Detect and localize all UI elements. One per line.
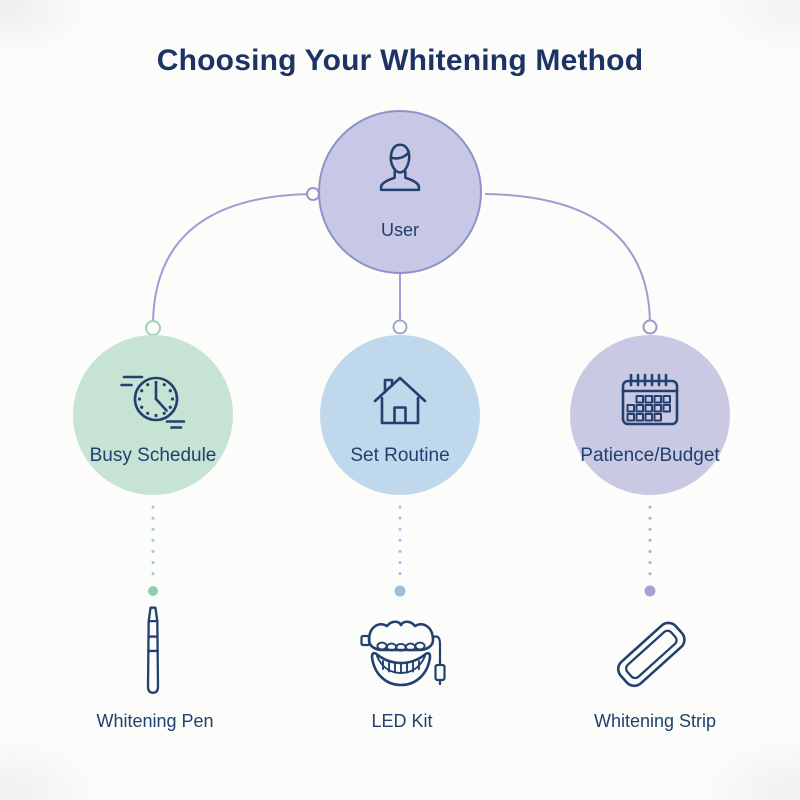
node-user: User <box>318 110 482 274</box>
connector-dot <box>392 319 408 335</box>
outcome-led-kit-label: LED Kit <box>371 711 433 731</box>
user-icon-box <box>367 138 433 202</box>
node-patience-budget: Patience/Budget <box>570 335 730 495</box>
clock-icon-box <box>116 367 190 431</box>
node-set-routine: Set Routine <box>320 335 480 495</box>
node-user-label: User <box>380 220 419 240</box>
calendar-icon-box <box>615 367 685 431</box>
user-icon <box>379 143 421 192</box>
whitening-strip-icon <box>616 621 686 688</box>
node-busy-schedule-label: Busy Schedule <box>89 445 217 466</box>
house-icon <box>373 376 427 425</box>
dotted-line-end-dot <box>394 585 406 597</box>
house-icon-box <box>368 367 432 431</box>
calendar-icon <box>621 373 679 426</box>
node-set-routine-label: Set Routine <box>350 445 450 466</box>
clock-icon <box>120 375 186 429</box>
connector-dot <box>642 319 658 335</box>
node-patience-budget-label: Patience/Budget <box>580 445 720 466</box>
led-kit-icon <box>360 620 446 687</box>
whitening-pen-icon <box>146 606 160 694</box>
connector-user-to-busy <box>152 193 314 324</box>
node-busy-schedule: Busy Schedule <box>73 335 233 495</box>
connector-user-to-patience <box>484 193 651 324</box>
connector-dot <box>145 320 161 336</box>
dotted-line-end-dot <box>644 585 656 597</box>
outcome-whitening-strip-label: Whitening Strip <box>593 711 717 731</box>
dotted-line-end-dot <box>148 586 158 596</box>
page-title: Choosing Your Whitening Method <box>156 44 644 77</box>
outcome-whitening-pen-label: Whitening Pen <box>96 711 214 731</box>
